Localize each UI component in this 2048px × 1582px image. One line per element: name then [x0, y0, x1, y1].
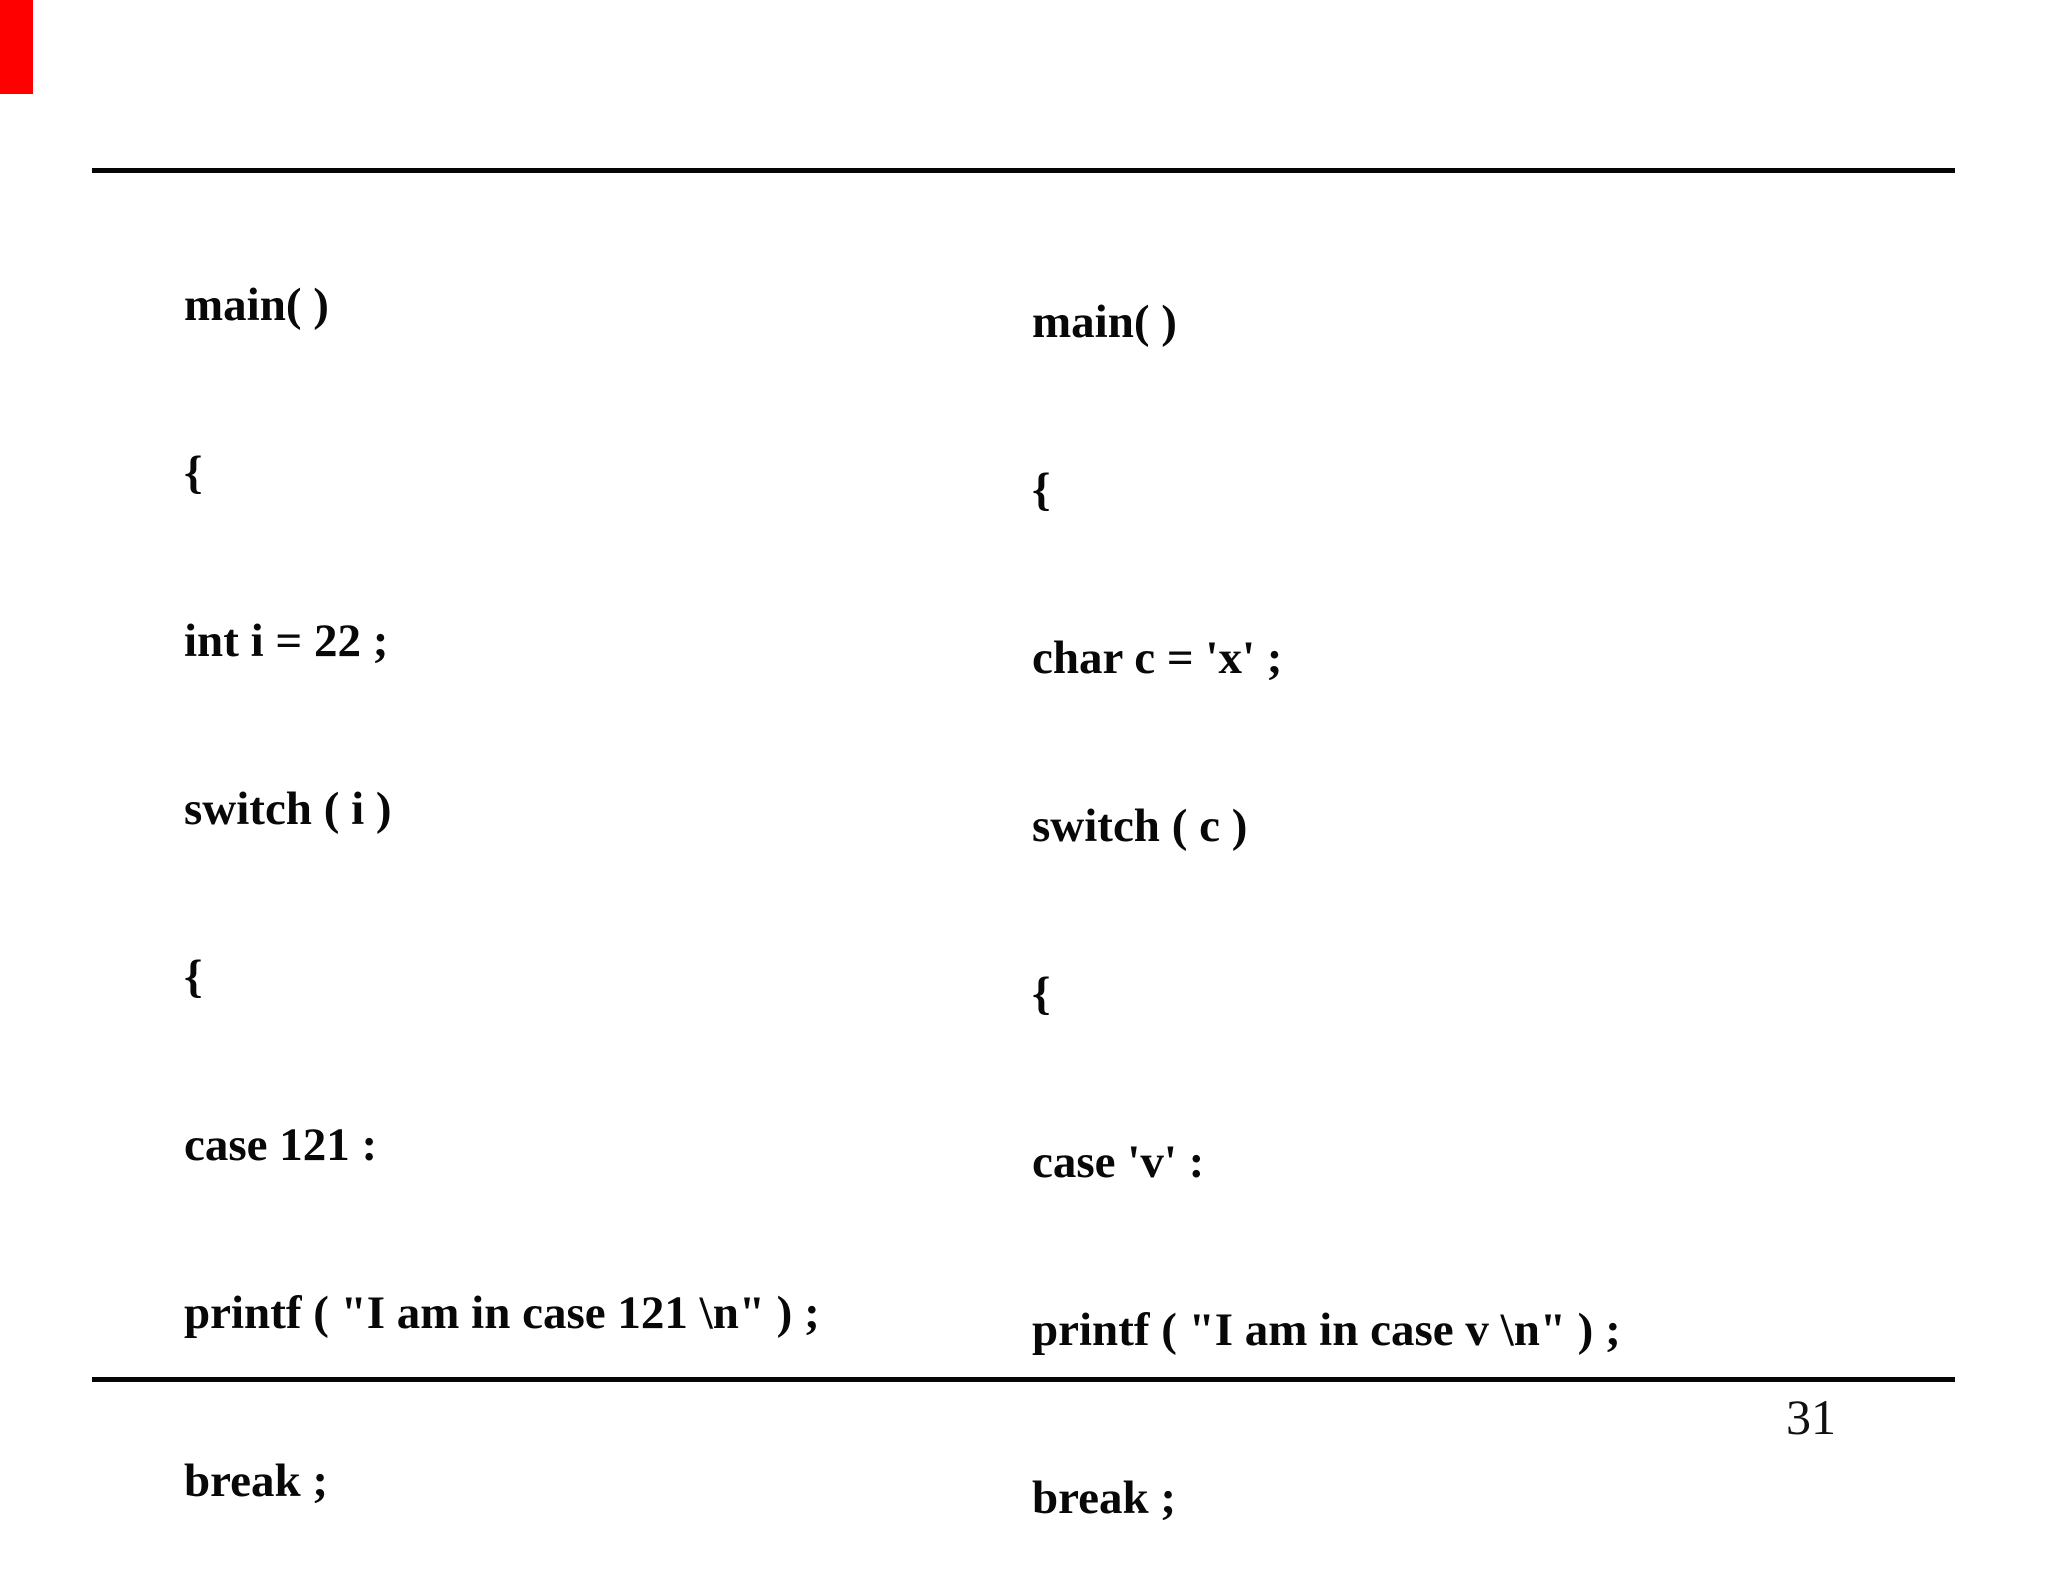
- code-line: switch ( i ): [184, 783, 392, 835]
- page-number: 31: [1786, 1389, 1836, 1445]
- top-rule: [92, 168, 1955, 173]
- code-line: {: [184, 447, 203, 499]
- code-line: char c = 'x' ;: [1032, 632, 1283, 684]
- code-line: {: [1032, 464, 1051, 516]
- red-marker-bar: [0, 0, 33, 94]
- code-line: break ;: [184, 1455, 329, 1507]
- code-line: main( ): [184, 279, 329, 331]
- code-line: case 'v' :: [1032, 1136, 1205, 1188]
- code-line: {: [1032, 968, 1051, 1020]
- code-listing-left: main( ) { int i = 22 ; switch ( i ) { ca…: [184, 165, 820, 1582]
- code-line: printf ( "I am in case 121 \n" ) ;: [184, 1287, 820, 1339]
- code-line: printf ( "I am in case v \n" ) ;: [1032, 1304, 1621, 1356]
- code-line: break ;: [1032, 1472, 1177, 1524]
- code-line: {: [184, 951, 203, 1003]
- code-line: main( ): [1032, 296, 1177, 348]
- code-line: int i = 22 ;: [184, 615, 389, 667]
- code-listing-right: main( ) { char c = 'x' ; switch ( c ) { …: [1032, 182, 1643, 1582]
- code-line: switch ( c ): [1032, 800, 1248, 852]
- code-line: case 121 :: [184, 1119, 378, 1171]
- bottom-rule: [92, 1377, 1955, 1382]
